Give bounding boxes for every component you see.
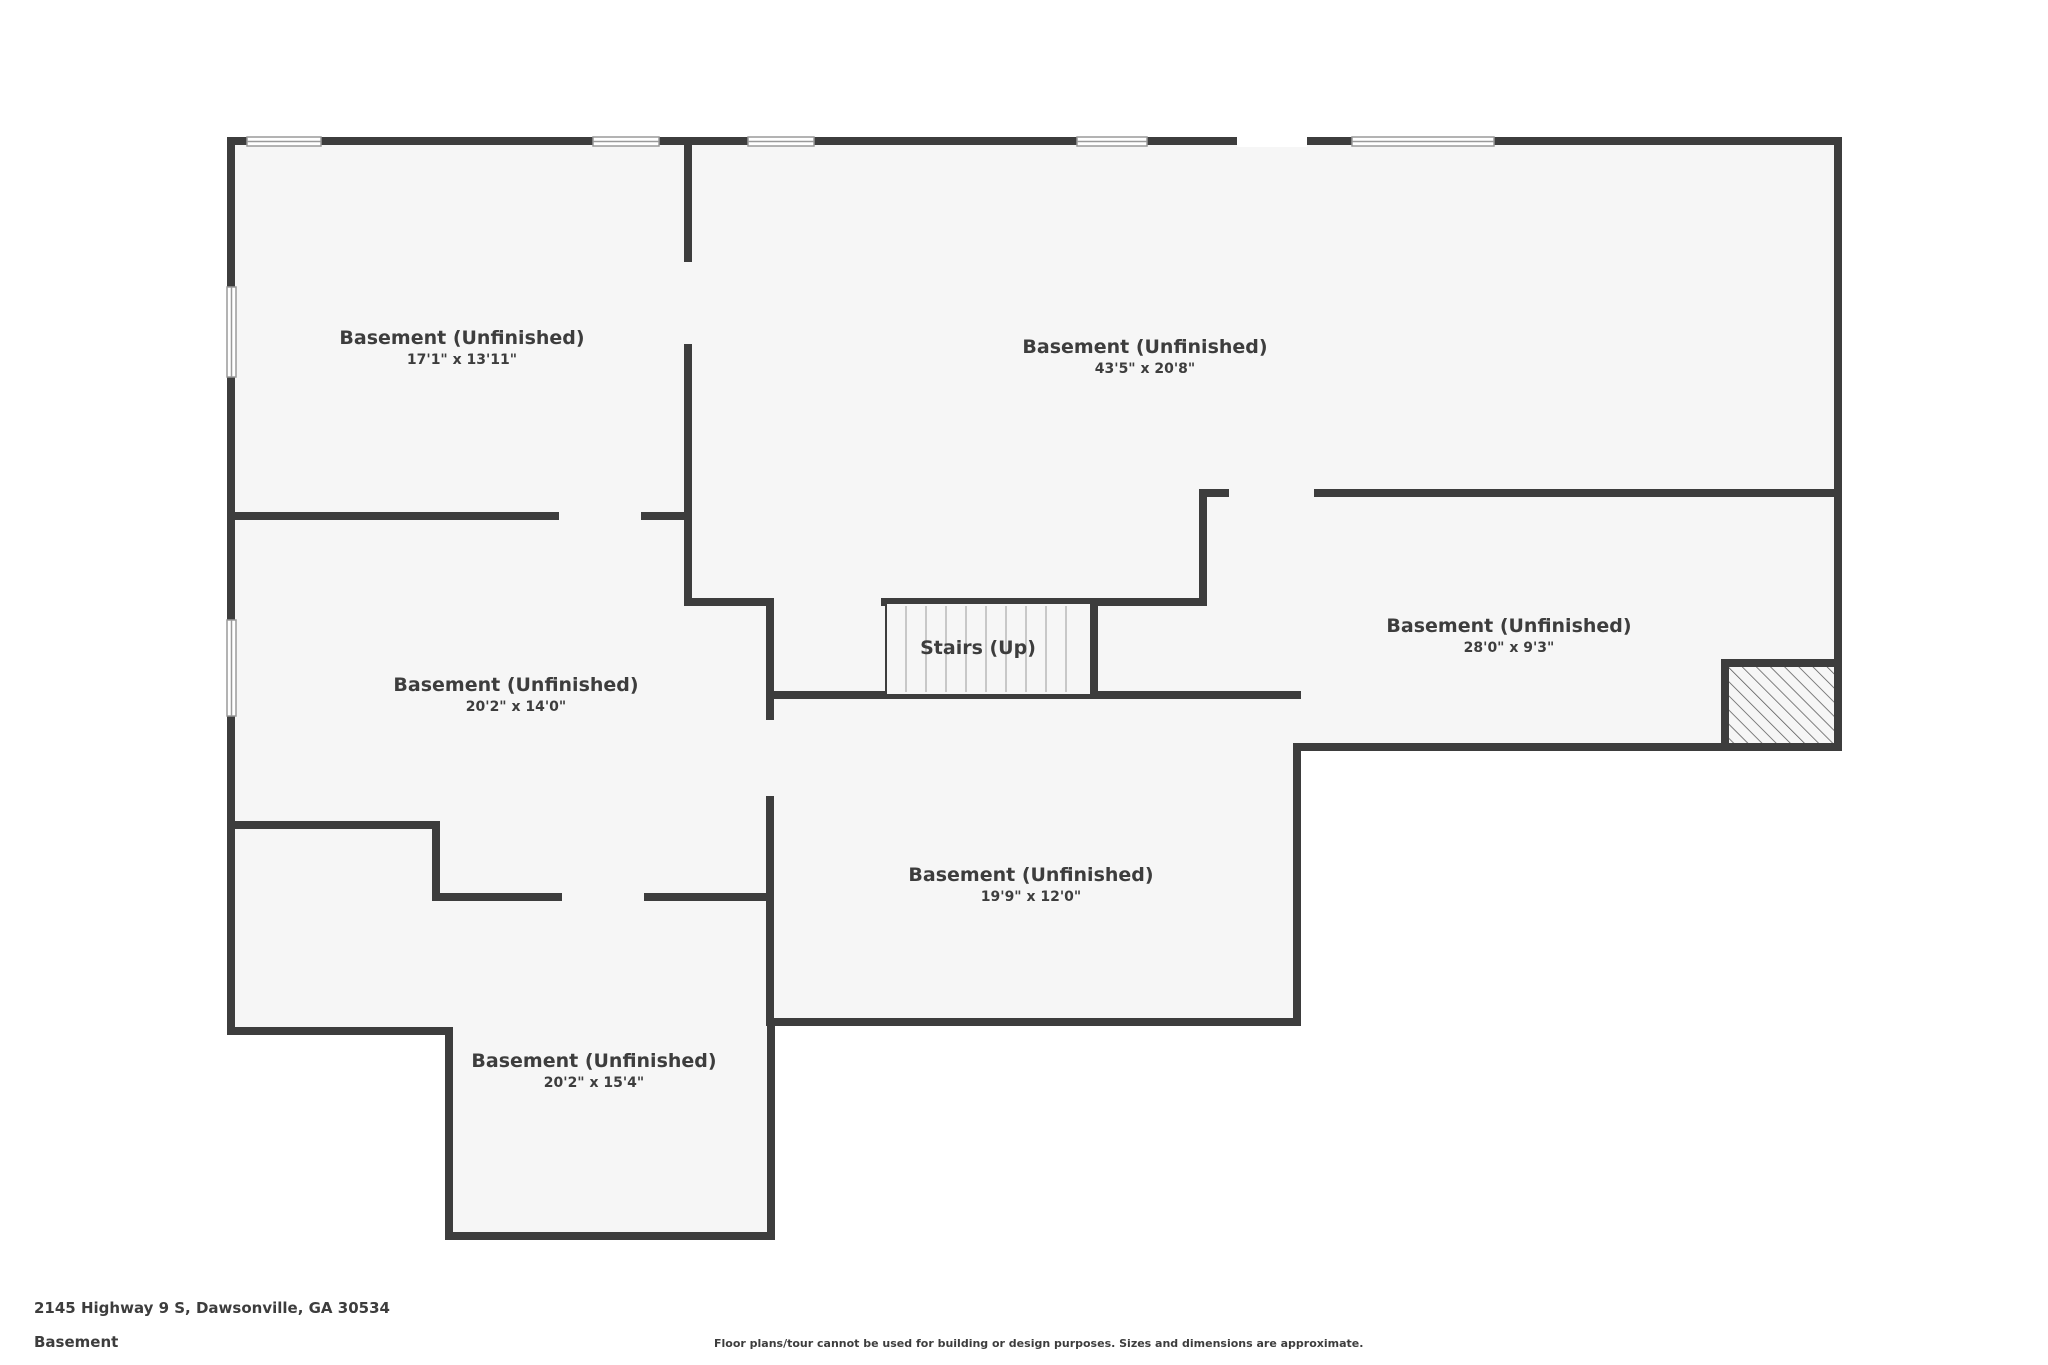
room-dimensions: 17'1" x 13'11" bbox=[406, 352, 518, 368]
room-label-basement-2: Basement (Unfinished) 43'5" x 20'8" bbox=[1022, 335, 1267, 379]
room-dimensions: 20'2" x 15'4" bbox=[543, 1075, 645, 1091]
room-label-basement-5: Basement (Unfinished) 19'9" x 12'0" bbox=[908, 863, 1153, 907]
room-dimensions: 20'2" x 14'0" bbox=[465, 699, 567, 715]
disclaimer: Floor plans/tour cannot be used for buil… bbox=[714, 1337, 1364, 1350]
room-name: Basement (Unfinished) bbox=[1022, 336, 1268, 358]
room-name: Basement (Unfinished) bbox=[908, 864, 1154, 886]
walls bbox=[227, 137, 1842, 1240]
stairs-label: Stairs (Up) bbox=[920, 637, 1036, 659]
room-label-basement-4: Basement (Unfinished) 20'2" x 14'0" bbox=[393, 673, 638, 717]
room-name: Basement (Unfinished) bbox=[1386, 615, 1632, 637]
interior-wall bbox=[227, 821, 562, 901]
room-name: Basement (Unfinished) bbox=[339, 327, 585, 349]
stairs bbox=[885, 602, 1098, 695]
room-label-basement-3: Basement (Unfinished) 28'0" x 9'3" bbox=[1386, 614, 1631, 658]
room-label-basement-6: Basement (Unfinished) 20'2" x 15'4" bbox=[471, 1049, 716, 1093]
property-address: 2145 Highway 9 S, Dawsonville, GA 30534 bbox=[34, 1299, 390, 1317]
room-name: Basement (Unfinished) bbox=[393, 674, 639, 696]
room-label-basement-1: Basement (Unfinished) 17'1" x 13'11" bbox=[339, 326, 584, 370]
windows bbox=[226, 136, 1495, 717]
doorway-opening bbox=[1237, 136, 1307, 147]
room-dimensions: 43'5" x 20'8" bbox=[1094, 361, 1196, 377]
utility-hatch bbox=[1721, 659, 1842, 751]
floor-name: Basement bbox=[34, 1333, 119, 1351]
room-dimensions: 28'0" x 9'3" bbox=[1463, 640, 1555, 656]
interior-wall bbox=[684, 512, 774, 720]
room-name: Basement (Unfinished) bbox=[471, 1050, 717, 1072]
interior-wall bbox=[881, 489, 1229, 606]
room-dimensions: 19'9" x 12'0" bbox=[980, 889, 1082, 905]
